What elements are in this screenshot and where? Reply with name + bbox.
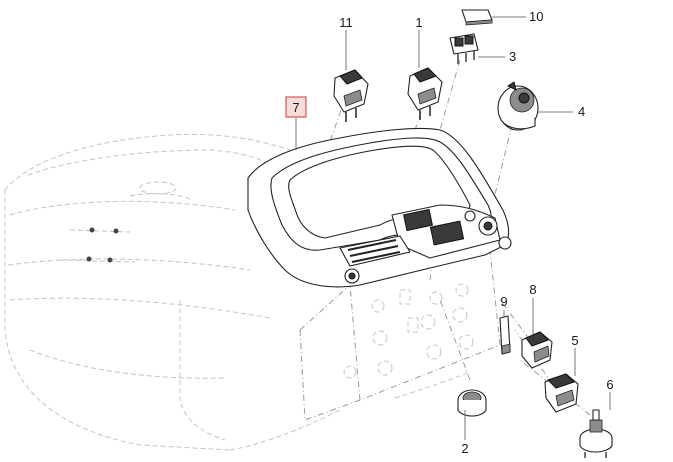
part-4-ignition-switch xyxy=(497,81,539,131)
callout-2: 2 xyxy=(461,441,468,456)
callout-3: 3 xyxy=(509,49,516,64)
vehicle-body-ghost xyxy=(4,133,341,451)
part-10-cap xyxy=(461,9,493,26)
mounting-holes xyxy=(86,227,119,263)
callout-1: 1 xyxy=(415,15,422,30)
part-6-sensor xyxy=(579,409,613,458)
callout-8: 8 xyxy=(529,282,536,297)
part-8-switch xyxy=(521,331,553,369)
part-7-instrument-housing xyxy=(247,127,512,288)
callout-9: 9 xyxy=(500,294,507,309)
part-2-knob xyxy=(457,389,487,417)
callout-6: 6 xyxy=(606,377,613,392)
callout-10: 10 xyxy=(529,9,543,24)
part-5-switch xyxy=(544,373,579,413)
callout-5: 5 xyxy=(571,333,578,348)
leader-lines xyxy=(295,16,611,440)
callout-labels: 11 1 10 3 4 7 9 8 5 6 2 xyxy=(285,9,614,456)
lower-panel-ghost xyxy=(299,249,501,421)
callout-11: 11 xyxy=(339,15,353,30)
part-3-toggle-switch xyxy=(449,33,479,64)
part-1-rocker-switch xyxy=(407,67,443,120)
callout-7: 7 xyxy=(292,100,299,115)
part-11-rocker-switch xyxy=(333,69,369,122)
part-9-cover xyxy=(499,315,511,355)
callout-4: 4 xyxy=(578,104,585,119)
callout-7-highlight-box xyxy=(285,96,307,118)
